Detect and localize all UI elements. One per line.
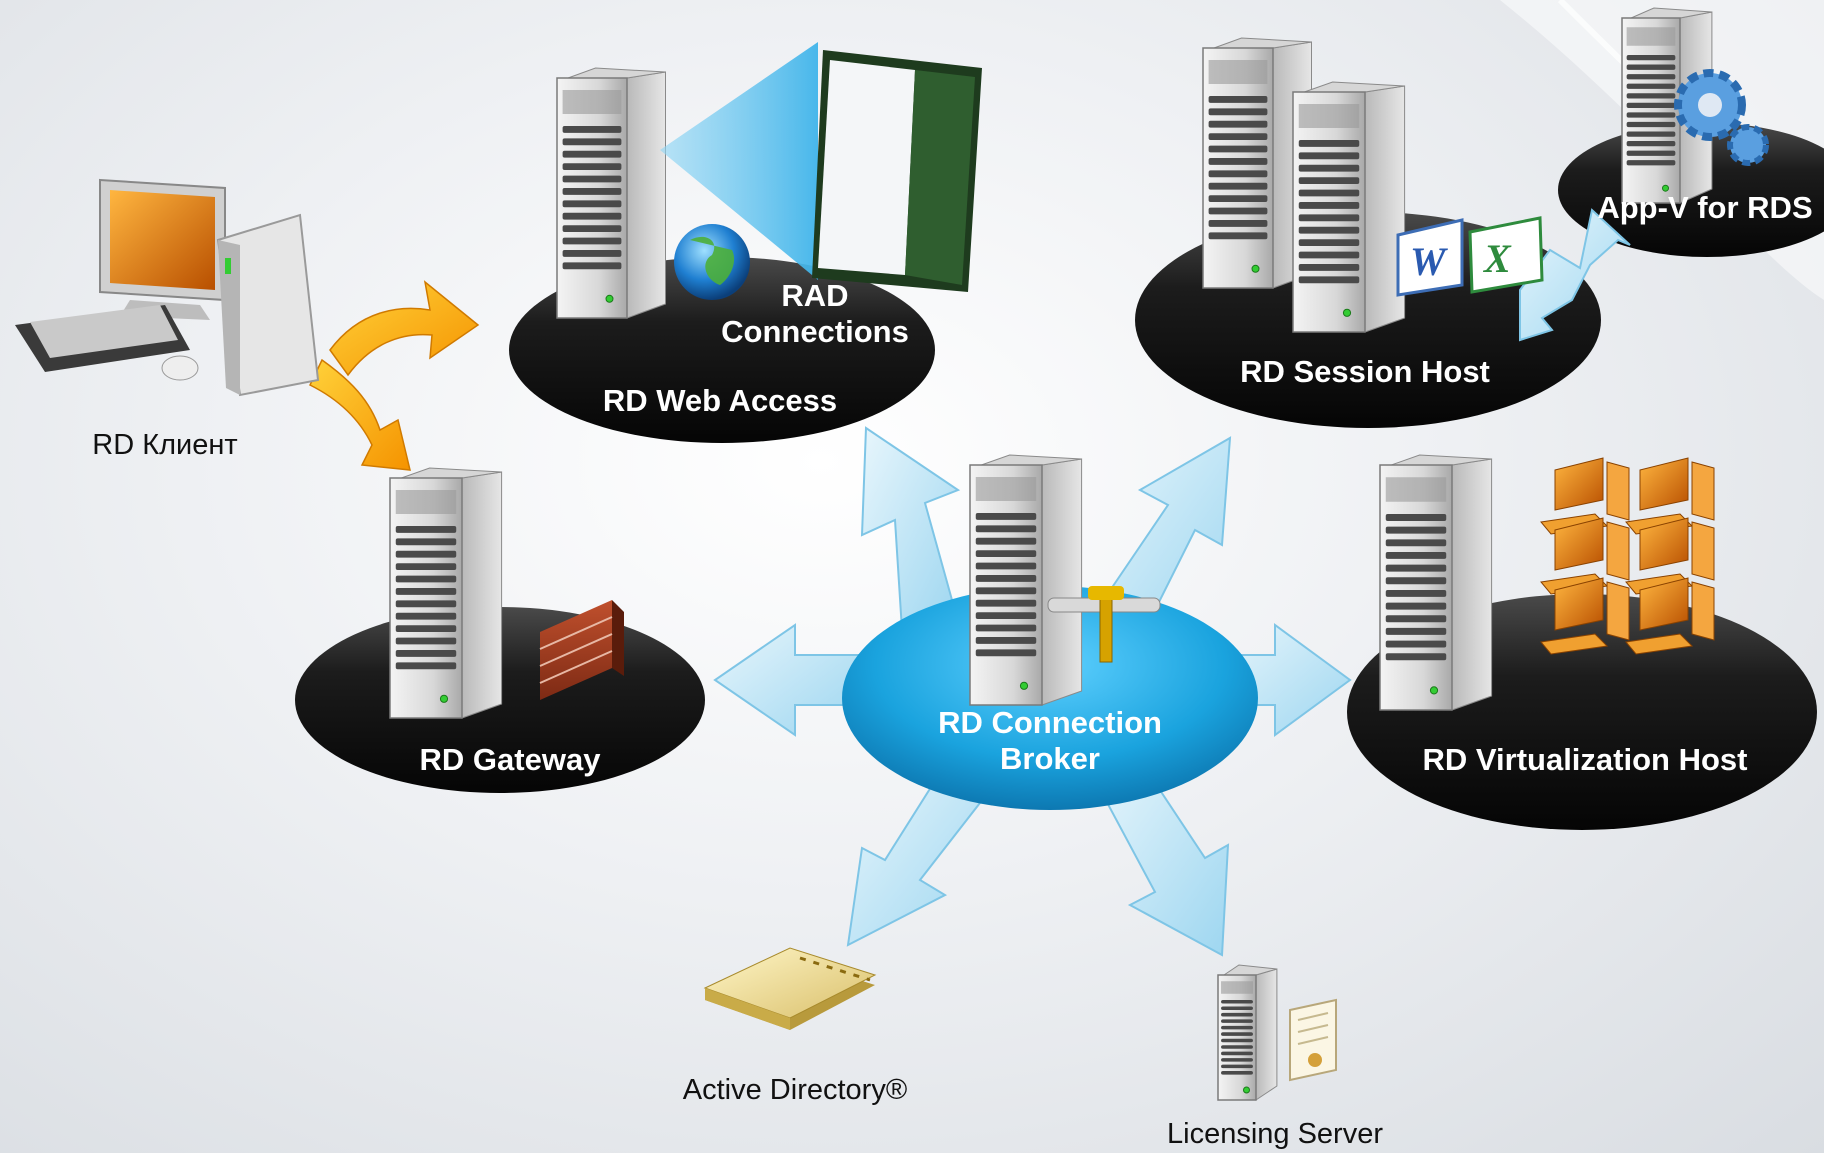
svg-text:W: W bbox=[1410, 239, 1448, 284]
label-active-directory: Active Directory® bbox=[682, 1074, 908, 1106]
label-rd-web-access: RD Web Access bbox=[602, 383, 838, 418]
arrow-client-to-web-access bbox=[329, 280, 480, 377]
arrow-to-rd-gateway bbox=[713, 623, 861, 737]
label-app-v: App-V for RDS bbox=[1597, 190, 1813, 225]
rad-beam bbox=[660, 42, 818, 280]
server-rd-session-host-front bbox=[1292, 81, 1406, 333]
label-rd-client: RD Клиент bbox=[92, 429, 238, 461]
server-rd-virtualization-host bbox=[1379, 454, 1493, 711]
server-licensing bbox=[1217, 964, 1278, 1101]
label-rd-connection-broker: RD Connection Broker bbox=[938, 705, 1162, 776]
start-menu-screenshot bbox=[812, 50, 982, 292]
arrow-to-rd-web-access bbox=[860, 426, 961, 632]
client-arrows bbox=[309, 280, 480, 471]
label-rad-connections: RAD Connections bbox=[721, 278, 909, 349]
label-rd-gateway: RD Gateway bbox=[419, 742, 601, 777]
arrow-to-active-directory bbox=[846, 763, 992, 947]
server-app-v bbox=[1621, 7, 1713, 204]
label-rd-virtualization-host: RD Virtualization Host bbox=[1422, 742, 1748, 777]
virtual-desktop-icon bbox=[1625, 577, 1715, 655]
server-rd-connection-broker bbox=[969, 454, 1083, 706]
address-book-icon bbox=[703, 947, 877, 1030]
server-rd-web-access bbox=[556, 67, 666, 319]
virtual-desktops-icon bbox=[1540, 457, 1715, 655]
broker-server bbox=[969, 454, 1083, 706]
desktop-computer-icon bbox=[15, 178, 320, 397]
double-arrow-session-to-appv bbox=[1519, 208, 1631, 342]
licensing-server-icon bbox=[1217, 964, 1278, 1101]
certificate-icon bbox=[1289, 998, 1337, 1082]
servers bbox=[389, 7, 1713, 719]
globe-icon bbox=[674, 224, 750, 300]
virtual-desktop-icon bbox=[1540, 577, 1630, 655]
virtual-desktop-icon bbox=[1625, 517, 1715, 595]
word-excel-icon: W X bbox=[1396, 216, 1544, 297]
svg-text:X: X bbox=[1482, 236, 1512, 281]
server-rd-gateway bbox=[389, 467, 503, 719]
brick-firewall-icon bbox=[539, 600, 624, 700]
label-licensing-server: Licensing Server bbox=[1167, 1118, 1383, 1150]
arrow-client-to-gateway bbox=[309, 358, 411, 471]
label-rd-session-host: RD Session Host bbox=[1240, 354, 1490, 389]
gears-icon bbox=[1674, 69, 1769, 166]
connector-icon bbox=[1047, 586, 1161, 663]
